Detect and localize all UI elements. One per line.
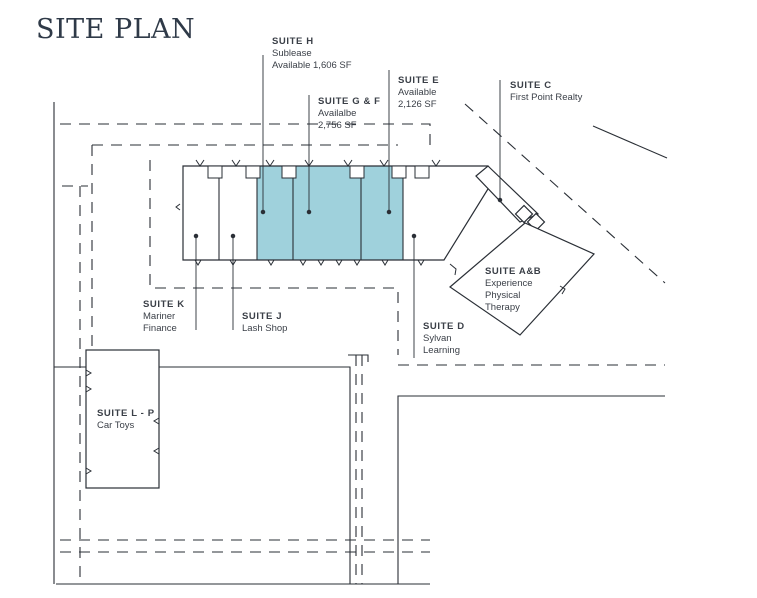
suite-c-line-1: First Point Realty: [510, 92, 583, 103]
suite-gf-name: SUITE G & F: [318, 96, 381, 107]
suite-e-line-2: 2,126 SF: [398, 99, 437, 110]
suite-ab-label: SUITE A&B Experience Physical Therapy: [485, 265, 541, 314]
suite-k-line-1: Mariner: [143, 311, 176, 322]
parking-dashed-lines: [60, 103, 666, 584]
suite-k-line-2: Finance: [143, 323, 177, 334]
door-marks: [175, 159, 441, 266]
suite-gf-label: SUITE G & F Availalbe 2,756 SF: [318, 95, 381, 132]
suite-c-label: SUITE C First Point Realty: [510, 79, 582, 104]
suite-c-name: SUITE C: [510, 80, 552, 91]
suite-ab-name: SUITE A&B: [485, 266, 542, 277]
suite-h-line-2: Available 1,606 SF: [272, 60, 352, 71]
suite-ab-line-2: Physical: [485, 290, 521, 301]
suite-h-line-1: Sublease: [272, 48, 312, 59]
suite-lp-line-1: Car Toys: [97, 420, 135, 431]
page-title: SITE PLAN: [36, 14, 196, 45]
suite-lp-name: SUITE L - P: [97, 408, 155, 419]
main-building: [175, 159, 497, 266]
suite-j-line-1: Lash Shop: [242, 323, 288, 334]
suite-ab-line-3: Therapy: [485, 302, 520, 313]
suite-ab-building: [449, 222, 596, 336]
suite-lp-building: [85, 349, 160, 489]
suite-d-label: SUITE D Sylvan Learning: [423, 320, 465, 357]
suite-e-label: SUITE E Available 2,126 SF: [398, 74, 439, 111]
suite-gf-line-2: 2,756 SF: [318, 120, 357, 131]
suite-lp-label: SUITE L - P Car Toys: [97, 407, 155, 432]
suite-d-line-1: Sylvan: [423, 333, 452, 344]
entry-notches: [207, 165, 430, 179]
suite-h-name: SUITE H: [272, 36, 314, 47]
suite-e-name: SUITE E: [398, 75, 440, 86]
suite-gf-line-1: Availalbe: [318, 108, 357, 119]
suite-h-label: SUITE H Sublease Available 1,606 SF: [272, 35, 352, 72]
suite-e-line-1: Available: [398, 87, 437, 98]
suite-k-label: SUITE K Mariner Finance: [143, 298, 185, 335]
suite-k-name: SUITE K: [143, 299, 185, 310]
suite-c-building: [475, 165, 546, 232]
suite-gf-fill: [293, 166, 361, 260]
suite-j-name: SUITE J: [242, 311, 283, 322]
building-outline: [182, 165, 497, 261]
leader-lines: [193, 55, 503, 358]
suite-e-fill: [361, 166, 403, 260]
suite-ab-line-1: Experience: [485, 278, 533, 289]
suite-j-label: SUITE J Lash Shop: [242, 310, 287, 335]
site-solid-lines: [53, 102, 668, 585]
suite-d-name: SUITE D: [423, 321, 465, 332]
suite-d-line-2: Learning: [423, 345, 460, 356]
